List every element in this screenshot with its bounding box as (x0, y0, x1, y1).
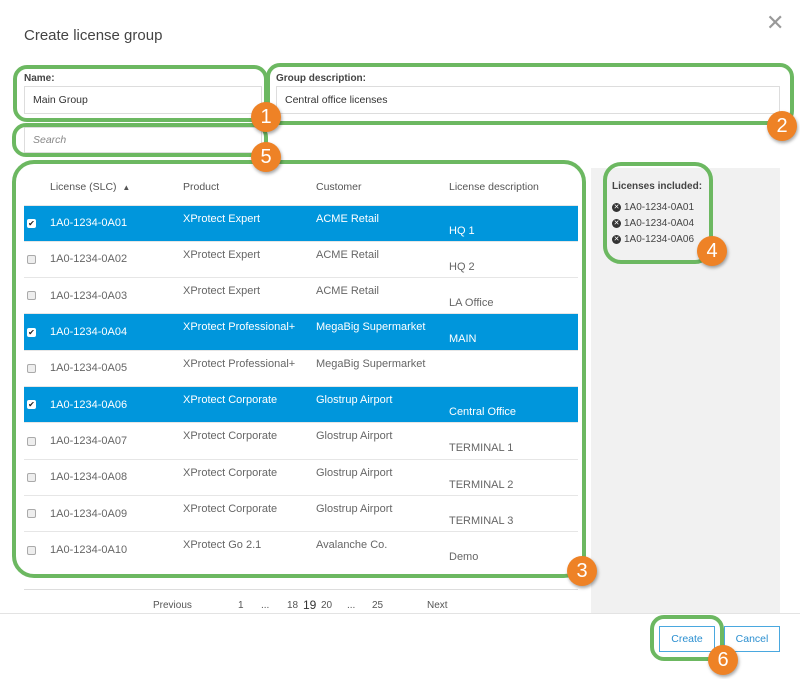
cell-description: Central Office (449, 405, 517, 418)
cell-customer: ACME Retail (316, 248, 379, 261)
remove-icon[interactable]: ✕ (612, 218, 621, 228)
pagination-ellipsis: ... (261, 600, 270, 611)
callout-badge-4: 4 (697, 236, 727, 266)
cell-product: XProtect Professional+ (183, 357, 296, 370)
cell-license: 1A0-1234-0A02 (50, 240, 183, 278)
cell-product: XProtect Corporate (183, 393, 278, 406)
table-row[interactable]: 1A0-1234-0A08 XProtect Corporate Glostru… (24, 458, 578, 496)
row-checkbox[interactable]: ✔ (27, 400, 36, 410)
pagination-next[interactable]: Next (427, 600, 448, 611)
cell-description: LA Office (449, 297, 494, 310)
license-table: License (SLC) ▲ Product Customer License… (24, 170, 578, 568)
cell-description: TERMINAL 3 (449, 514, 514, 527)
cancel-button[interactable]: Cancel (724, 626, 780, 652)
name-input[interactable]: Main Group (24, 86, 262, 114)
table-row[interactable]: 1A0-1234-0A10 XProtect Go 2.1 Avalanche … (24, 531, 578, 568)
header-product[interactable]: Product (183, 181, 220, 194)
included-panel: Licenses included: ✕1A0-1234-0A01 ✕1A0-12… (591, 168, 780, 613)
cell-customer: Glostrup Airport (316, 502, 393, 515)
table-row[interactable]: 1A0-1234-0A03 XProtect Expert ACME Retai… (24, 277, 578, 314)
pagination-previous[interactable]: Previous (153, 600, 192, 611)
page-18[interactable]: 18 (287, 600, 299, 611)
table-row[interactable]: 1A0-1234-0A05 XProtect Professional+ Meg… (24, 349, 578, 387)
remove-icon[interactable]: ✕ (612, 202, 621, 212)
table-row[interactable]: ✔ 1A0-1234-0A06 XProtect Corporate Glost… (24, 385, 578, 423)
cell-description (449, 351, 578, 370)
row-checkbox[interactable] (27, 255, 36, 265)
cell-license: 1A0-1234-0A06 (50, 385, 183, 423)
table-row[interactable]: ✔ 1A0-1234-0A04 XProtect Professional+ M… (24, 313, 578, 351)
row-checkbox[interactable]: ✔ (27, 218, 36, 228)
page-25[interactable]: 25 (372, 600, 384, 611)
cell-license: 1A0-1234-0A05 (50, 349, 183, 387)
table-row[interactable]: ✔ 1A0-1234-0A01 XProtect Expert ACME Ret… (24, 204, 578, 242)
page-20[interactable]: 20 (321, 600, 333, 611)
cell-license: 1A0-1234-0A01 (50, 204, 183, 242)
included-item: ✕1A0-1234-0A06 (612, 234, 695, 245)
cell-license: 1A0-1234-0A09 (50, 494, 183, 532)
row-checkbox[interactable] (27, 436, 36, 446)
cell-license: 1A0-1234-0A10 (50, 531, 183, 568)
table-row[interactable]: 1A0-1234-0A02 XProtect Expert ACME Retai… (24, 240, 578, 278)
cell-product: XProtect Go 2.1 (183, 539, 262, 552)
cell-customer: Glostrup Airport (316, 466, 393, 479)
cell-customer: MegaBig Supermarket (316, 321, 426, 334)
header-license[interactable]: License (SLC) ▲ (50, 181, 131, 194)
page-1[interactable]: 1 (238, 600, 244, 611)
description-label: Group description: (276, 73, 366, 84)
cell-product: XProtect Expert (183, 248, 261, 261)
cell-product: XProtect Corporate (183, 430, 278, 443)
included-item: ✕1A0-1234-0A04 (612, 218, 695, 229)
cell-customer: ACME Retail (316, 285, 379, 298)
remove-icon[interactable]: ✕ (612, 234, 621, 244)
table-row[interactable]: 1A0-1234-0A07 XProtect Corporate Glostru… (24, 422, 578, 460)
cell-description: MAIN (449, 333, 477, 346)
cell-product: XProtect Expert (183, 285, 261, 298)
cell-customer: Glostrup Airport (316, 430, 393, 443)
row-checkbox[interactable] (27, 363, 36, 373)
cell-license: 1A0-1234-0A03 (50, 277, 183, 314)
callout-badge-5: 5 (251, 142, 281, 172)
cell-description: HQ 2 (449, 260, 475, 273)
page-19-current[interactable]: 19 (303, 598, 317, 612)
close-icon[interactable]: ✕ (766, 10, 785, 35)
dialog-title: Create license group (24, 27, 163, 44)
row-checkbox[interactable] (27, 291, 36, 301)
cell-product: XProtect Corporate (183, 502, 278, 515)
included-item: ✕1A0-1234-0A01 (612, 202, 695, 213)
create-button[interactable]: Create (659, 626, 715, 652)
callout-badge-2: 2 (767, 111, 797, 141)
row-checkbox[interactable] (27, 472, 36, 482)
cell-customer: ACME Retail (316, 212, 379, 225)
cell-product: XProtect Professional+ (183, 321, 296, 334)
row-checkbox[interactable] (27, 545, 36, 555)
cell-description: Demo (449, 551, 479, 564)
cell-customer: Avalanche Co. (316, 539, 388, 552)
pagination-ellipsis: ... (347, 600, 356, 611)
row-checkbox[interactable]: ✔ (27, 327, 36, 337)
cell-description: TERMINAL 1 (449, 442, 514, 455)
cell-description: HQ 1 (449, 224, 475, 237)
included-title: Licenses included: (612, 181, 703, 192)
cell-description: TERMINAL 2 (449, 478, 514, 491)
cell-license: 1A0-1234-0A07 (50, 422, 183, 460)
header-description[interactable]: License description (449, 181, 539, 194)
search-input[interactable]: Search (24, 127, 262, 153)
cell-product: XProtect Expert (183, 212, 261, 225)
description-input[interactable]: Central office licenses (276, 86, 780, 114)
callout-badge-1: 1 (251, 102, 281, 132)
name-label: Name: (24, 73, 55, 84)
cell-customer: MegaBig Supermarket (316, 357, 426, 370)
row-checkbox[interactable] (27, 509, 36, 519)
cell-product: XProtect Corporate (183, 466, 278, 479)
header-customer[interactable]: Customer (316, 181, 362, 194)
table-row[interactable]: 1A0-1234-0A09 XProtect Corporate Glostru… (24, 494, 578, 532)
cell-license: 1A0-1234-0A08 (50, 458, 183, 496)
callout-badge-3: 3 (567, 556, 597, 586)
cell-license: 1A0-1234-0A04 (50, 313, 183, 351)
callout-badge-6: 6 (708, 645, 738, 675)
sort-asc-icon: ▲ (122, 183, 131, 193)
cell-customer: Glostrup Airport (316, 393, 393, 406)
